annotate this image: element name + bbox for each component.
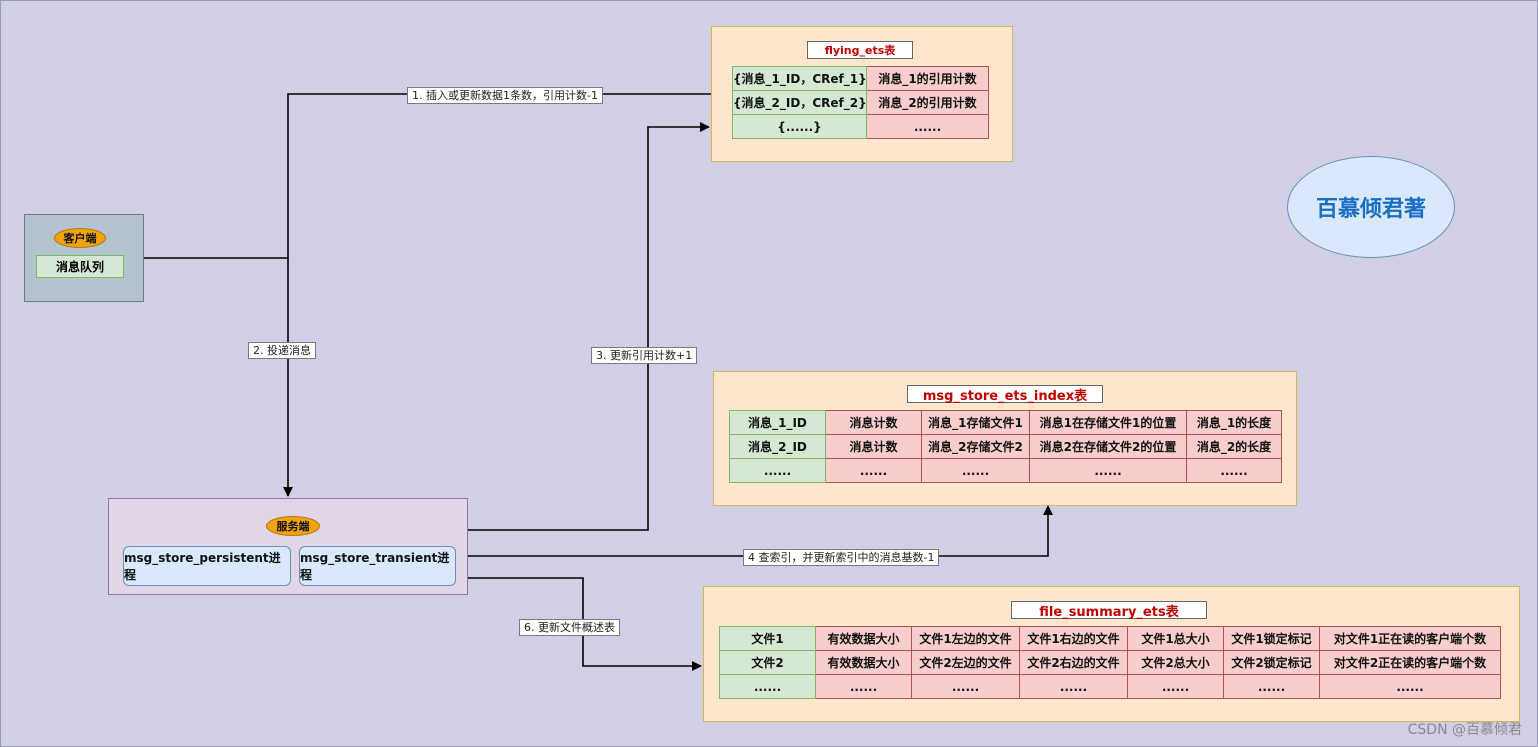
table-cell: ......: [815, 674, 912, 699]
edge-label-3: 3. 更新引用计数+1: [591, 347, 698, 364]
table-cell: ......: [921, 458, 1030, 483]
index-ets-title: msg_store_ets_index表: [907, 385, 1103, 404]
table-cell: 文件1锁定标记: [1223, 626, 1320, 651]
flying-ets-title: flying_ets表: [807, 41, 913, 59]
table-row: ...... ...... ...... ...... ...... .....…: [719, 674, 1501, 699]
client-badge: 客户端: [54, 228, 106, 248]
table-cell: 有效数据大小: [815, 650, 912, 675]
edge-label-4: 4 查索引，并更新索引中的消息基数-1: [743, 549, 940, 566]
table-cell: ......: [729, 458, 826, 483]
table-cell: ......: [1319, 674, 1501, 699]
table-cell: ......: [1186, 458, 1282, 483]
table-cell: ......: [1223, 674, 1320, 699]
brand-ellipse: 百慕倾君著: [1287, 156, 1455, 258]
table-row: 消息_2_ID 消息计数 消息_2存储文件2 消息2在存储文件2的位置 消息_2…: [729, 434, 1282, 459]
flying-ets-table: {消息_1_ID，CRef_1} 消息_1的引用计数 {消息_2_ID，CRef…: [732, 66, 989, 139]
edge-label-6: 6. 更新文件概述表: [519, 619, 620, 636]
message-queue[interactable]: 消息队列: [36, 255, 124, 278]
edge-label-1: 1. 插入或更新数据1条数，引用计数-1: [407, 87, 603, 104]
table-cell: {......}: [732, 114, 867, 139]
table-cell: 文件2: [719, 650, 816, 675]
table-cell: ......: [911, 674, 1020, 699]
persistent-process[interactable]: msg_store_persistent进程: [123, 546, 291, 586]
index-ets-table: 消息_1_ID 消息计数 消息_1存储文件1 消息1在存储文件1的位置 消息_1…: [729, 410, 1282, 483]
table-cell: 对文件2正在读的客户端个数: [1319, 650, 1501, 675]
table-cell: 消息_1_ID: [729, 410, 826, 435]
table-cell: 消息_1的引用计数: [866, 66, 989, 91]
file-summary-table: 文件1 有效数据大小 文件1左边的文件 文件1右边的文件 文件1总大小 文件1锁…: [719, 626, 1501, 699]
table-row: {消息_2_ID，CRef_2} 消息_2的引用计数: [732, 90, 989, 115]
table-cell: 消息_1存储文件1: [921, 410, 1030, 435]
table-cell: ......: [825, 458, 922, 483]
table-cell: 对文件1正在读的客户端个数: [1319, 626, 1501, 651]
watermark: CSDN @百慕倾君: [1407, 722, 1522, 738]
table-cell: 消息_2存储文件2: [921, 434, 1030, 459]
table-cell: ......: [1019, 674, 1128, 699]
table-cell: 文件1左边的文件: [911, 626, 1020, 651]
table-cell: ......: [1029, 458, 1187, 483]
table-cell: ......: [866, 114, 989, 139]
transient-process[interactable]: msg_store_transient进程: [299, 546, 456, 586]
table-cell: {消息_2_ID，CRef_2}: [732, 90, 867, 115]
table-cell: ......: [719, 674, 816, 699]
table-cell: 消息计数: [825, 410, 922, 435]
edge-label-2: 2. 投递消息: [248, 342, 316, 359]
table-cell: 消息_2的引用计数: [866, 90, 989, 115]
table-cell: 文件2锁定标记: [1223, 650, 1320, 675]
table-cell: ......: [1127, 674, 1224, 699]
server-badge: 服务端: [266, 516, 320, 536]
table-cell: 文件2左边的文件: [911, 650, 1020, 675]
table-cell: 消息2在存储文件2的位置: [1029, 434, 1187, 459]
table-cell: 消息_2的长度: [1186, 434, 1282, 459]
table-row: 文件1 有效数据大小 文件1左边的文件 文件1右边的文件 文件1总大小 文件1锁…: [719, 626, 1501, 651]
table-cell: 文件2右边的文件: [1019, 650, 1128, 675]
table-cell: 文件2总大小: [1127, 650, 1224, 675]
table-row: {......} ......: [732, 114, 989, 139]
table-cell: {消息_1_ID，CRef_1}: [732, 66, 867, 91]
table-row: 文件2 有效数据大小 文件2左边的文件 文件2右边的文件 文件2总大小 文件2锁…: [719, 650, 1501, 675]
table-cell: 消息_2_ID: [729, 434, 826, 459]
table-cell: 文件1: [719, 626, 816, 651]
table-cell: 消息1在存储文件1的位置: [1029, 410, 1187, 435]
table-row: 消息_1_ID 消息计数 消息_1存储文件1 消息1在存储文件1的位置 消息_1…: [729, 410, 1282, 435]
table-row: ...... ...... ...... ...... ......: [729, 458, 1282, 483]
table-cell: 有效数据大小: [815, 626, 912, 651]
file-summary-title: file_summary_ets表: [1011, 601, 1207, 620]
table-row: {消息_1_ID，CRef_1} 消息_1的引用计数: [732, 66, 989, 91]
table-cell: 消息_1的长度: [1186, 410, 1282, 435]
table-cell: 消息计数: [825, 434, 922, 459]
table-cell: 文件1右边的文件: [1019, 626, 1128, 651]
table-cell: 文件1总大小: [1127, 626, 1224, 651]
